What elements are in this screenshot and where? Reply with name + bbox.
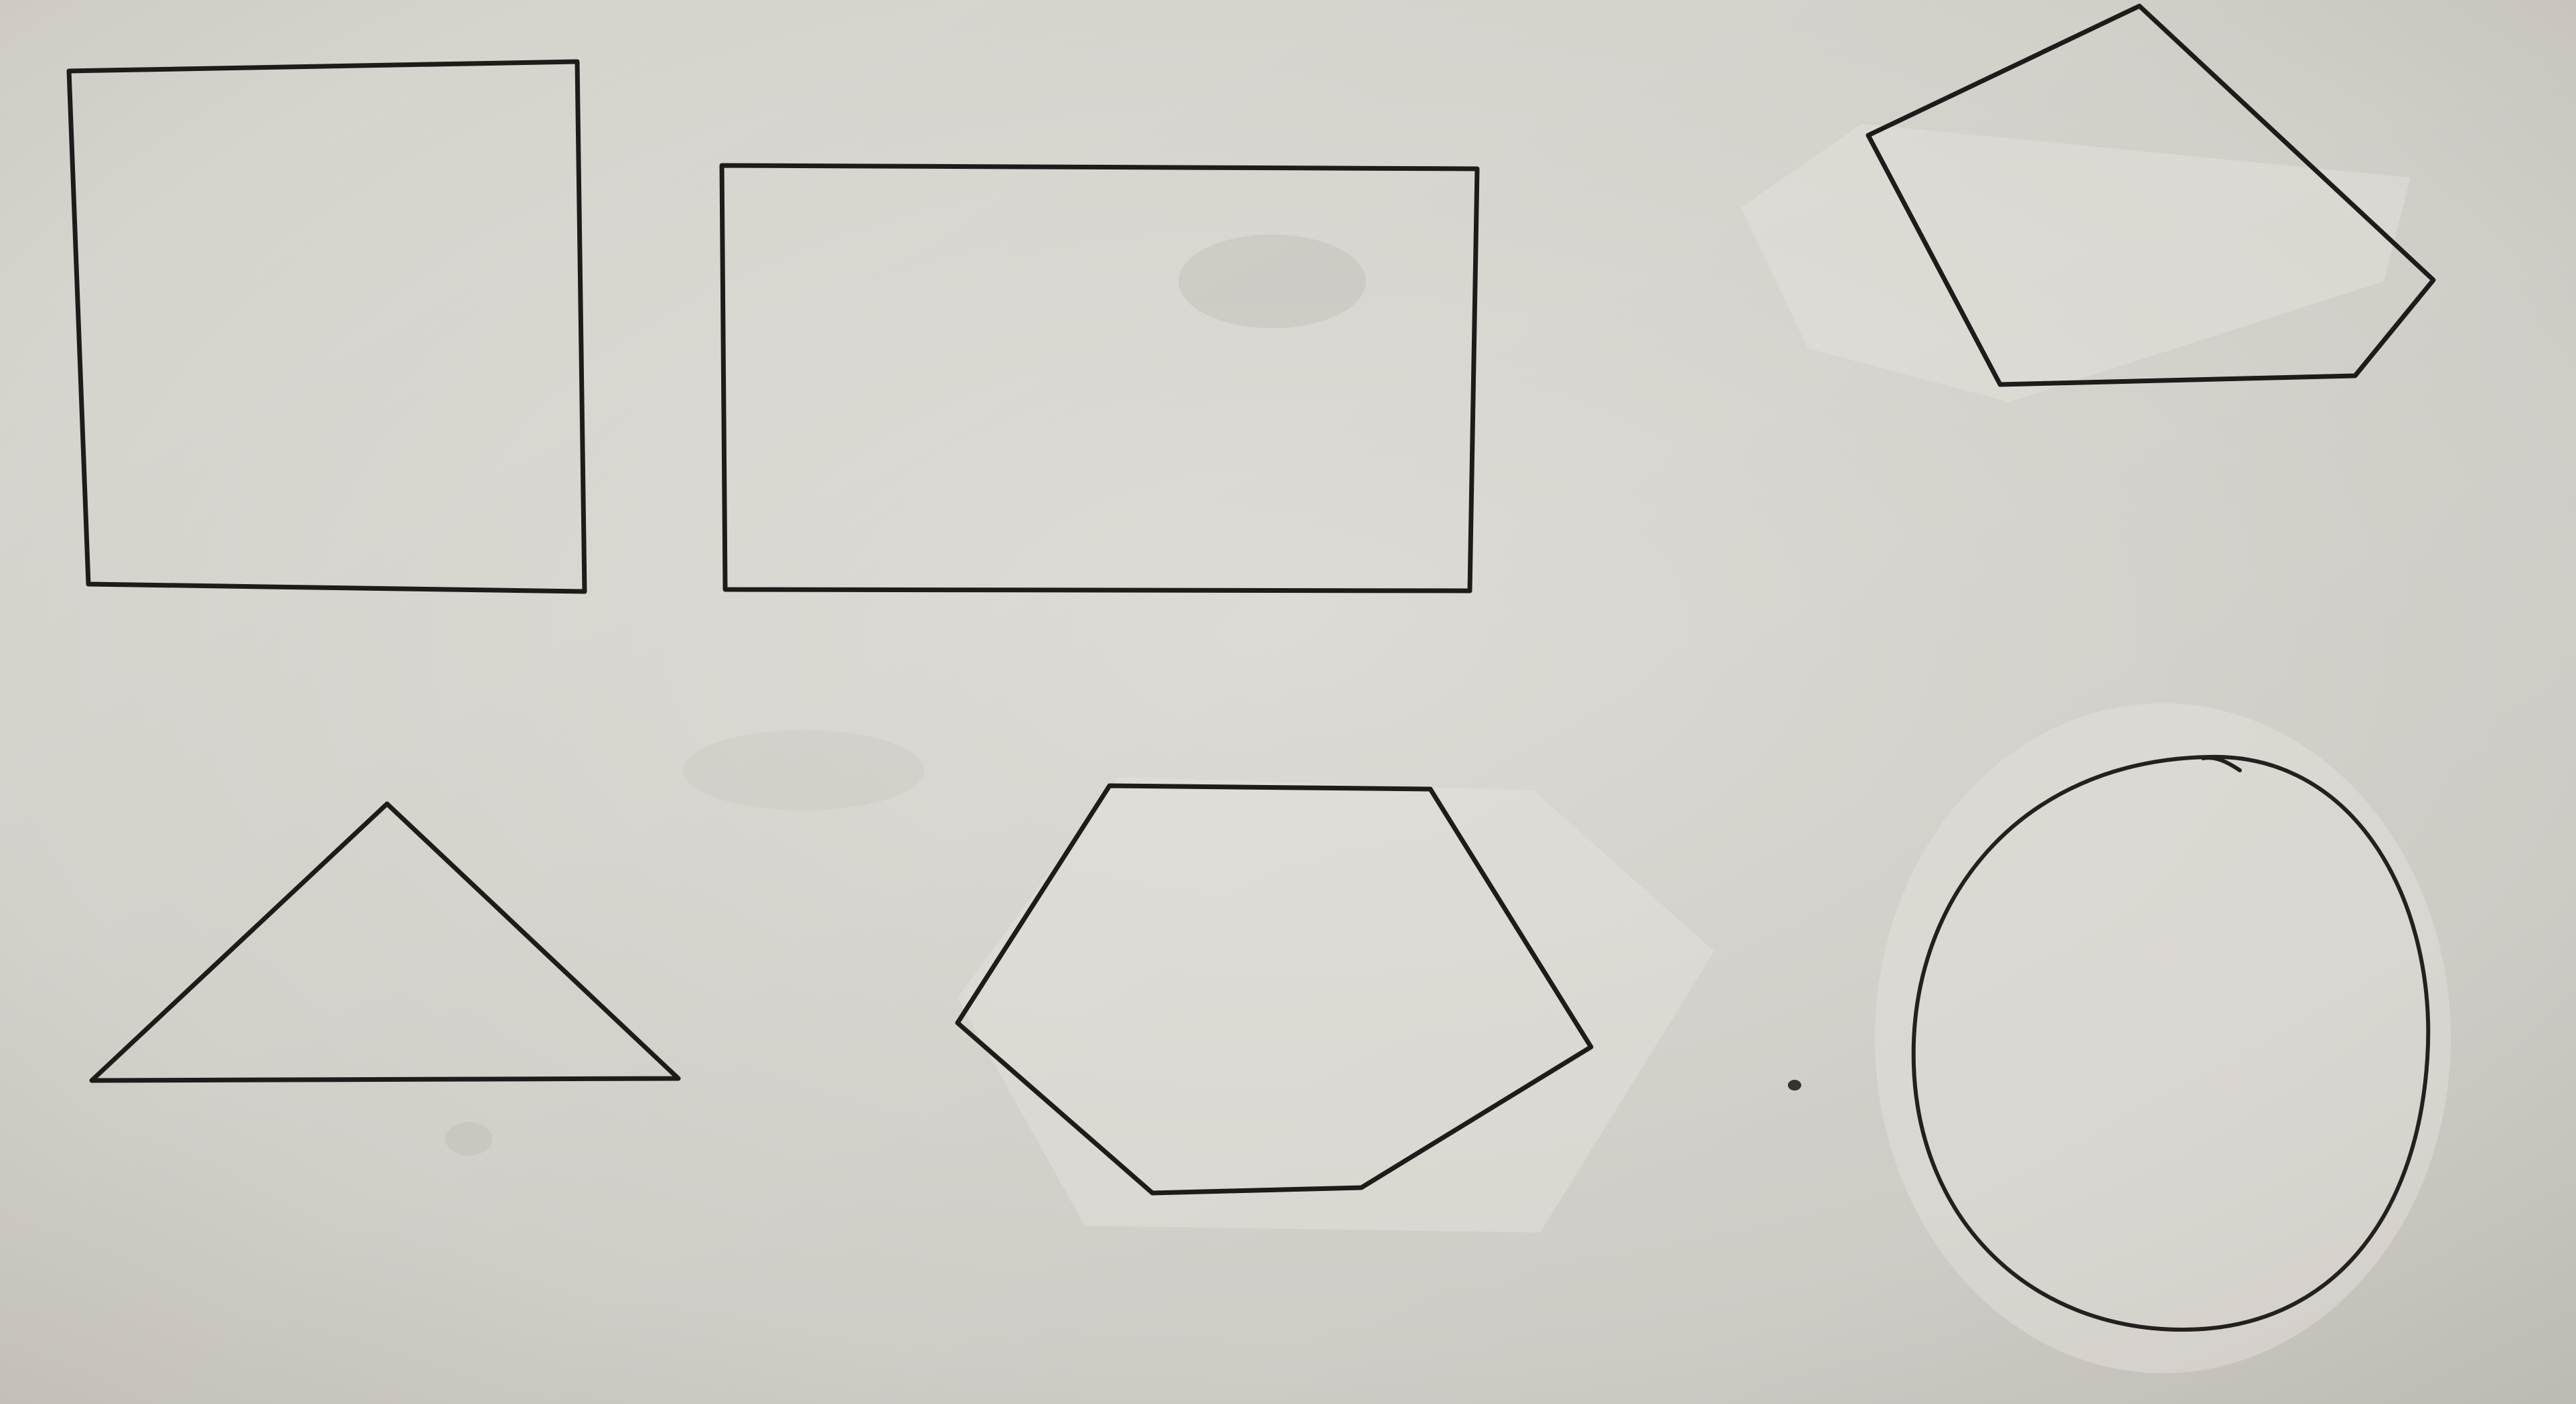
triangle-shape [89, 801, 681, 1083]
circle-overlap-stroke [2201, 756, 2242, 772]
smudge-mark [683, 730, 924, 811]
dot-mark [1788, 1080, 1801, 1091]
ghost-trace [1875, 703, 2451, 1373]
hexagon-shape [955, 783, 1594, 1196]
smudge-mark [445, 1122, 492, 1155]
circle-shape [1911, 754, 2431, 1332]
rectangle-shape [719, 163, 1480, 593]
ghost-trace [958, 777, 1714, 1233]
square-shape [66, 59, 587, 594]
smudge-mark [1179, 234, 1366, 328]
pentagon-shape [1866, 3, 2436, 387]
ghost-trace [1741, 124, 2411, 402]
